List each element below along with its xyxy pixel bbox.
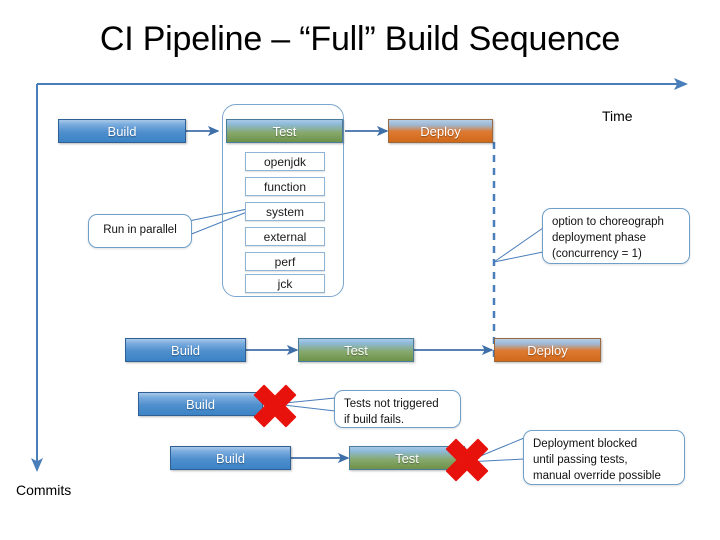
callout-line: if build fails. [344,413,405,426]
test-chip-perf[interactable]: perf [245,252,325,271]
test-chip-system[interactable]: system [245,202,325,221]
stage-test-row1[interactable]: Test [226,119,343,143]
test-chip-label: jck [277,276,293,291]
stage-label: Test [344,342,368,358]
callout-line: Deployment blocked [533,438,638,450]
stage-label: Build [186,396,215,412]
time-axis-label: Time [602,108,633,124]
test-chip-label: external [263,229,307,244]
callout-deployment-blocked: Deployment blocked until passing tests, … [523,430,685,485]
leader-choreograph-b [493,251,544,263]
callout-line: manual override possible [533,469,661,482]
test-chip-openjdk[interactable]: openjdk [245,152,325,171]
stage-label: Build [107,123,137,139]
stage-label: Deploy [527,342,568,358]
leader-deployment-blocked-b [465,458,525,463]
commits-axis-label: Commits [16,482,72,498]
test-chip-label: openjdk [263,154,307,169]
callout-line: Tests not triggered [344,398,439,410]
callout-line: deployment phase [552,231,646,244]
callout-tests-not-triggered: Tests not triggered if build fails. [334,390,461,428]
stage-label: Build [216,450,245,466]
stage-deploy-row1[interactable]: Deploy [388,119,493,143]
leader-choreograph-a [493,227,544,263]
test-chip-function[interactable]: function [245,177,325,196]
parallel-test-group [222,104,344,297]
stage-test-row4[interactable]: Test [349,446,465,470]
test-chip-external[interactable]: external [245,227,325,246]
stage-build-row2[interactable]: Build [125,338,246,362]
test-chip-label: function [263,179,307,194]
stage-label: Test [272,123,297,139]
leader-tests-not-triggered-a [274,397,336,405]
stage-build-row3[interactable]: Build [138,392,263,416]
callout-line: until passing tests, [533,453,628,466]
callout-run-in-parallel: Run in parallel [88,214,192,248]
leader-tests-not-triggered-b [274,403,336,412]
stage-label: Build [171,342,200,358]
leader-deployment-blocked-a [465,437,525,463]
test-chip-label: system [265,204,304,219]
callout-choreograph-deployment: option to choreograph deployment phase (… [542,208,690,264]
test-chip-jck[interactable]: jck [245,274,325,293]
stage-test-row2[interactable]: Test [298,338,414,362]
stage-deploy-row2[interactable]: Deploy [494,338,601,362]
stage-label: Deploy [420,123,461,139]
callout-line: (concurrency = 1) [552,247,642,260]
test-chip-label: perf [274,254,296,269]
stage-build-row4[interactable]: Build [170,446,291,470]
stage-build-row1[interactable]: Build [58,119,186,143]
callout-line: option to choreograph [552,216,664,228]
callout-text: Run in parallel [103,224,177,237]
page-title: CI Pipeline – “Full” Build Sequence [99,20,621,58]
stage-label: Test [395,450,419,466]
